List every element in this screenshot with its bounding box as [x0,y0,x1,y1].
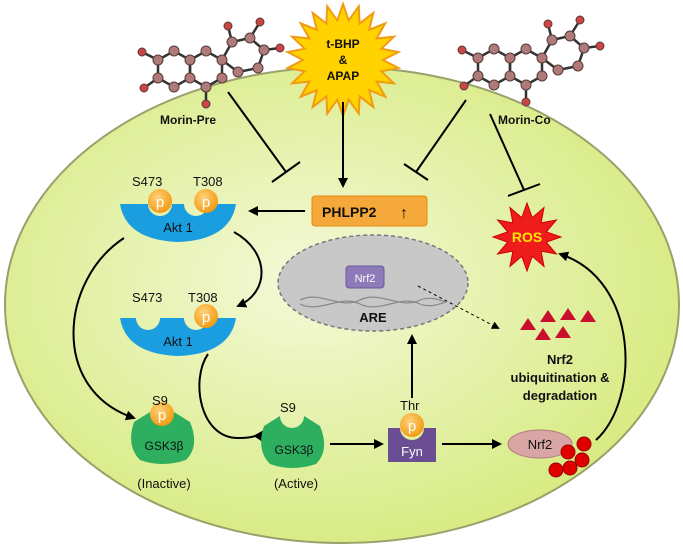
akt1-partial-label: Akt 1 [163,334,193,349]
akt1-partial-phospho-t308-label: p [202,309,210,326]
gsk3b-inactive-phospho-label: p [158,407,166,424]
akt1-partial: Akt 1 p S473 T308 [120,290,236,356]
stress-label-3: APAP [327,69,359,83]
nrf2-cytoplasm: Nrf2 [507,429,592,478]
nucleus-nrf2-box [345,265,385,289]
ubiquitin-chain [548,436,592,478]
akt1-partial-site-t308: T308 [188,290,218,305]
nrf2-degraded-fragments [520,308,596,340]
akt1-active-site-t308: T308 [193,174,223,189]
gsk3b-active-site: S9 [280,400,296,415]
fyn-label: Fyn [401,444,423,459]
stress-label-1: t-BHP [326,37,359,51]
akt1-active-label: Akt 1 [163,220,193,235]
nrf2-to-ros-arrow [558,251,627,441]
fyn-phospho-label: p [408,418,416,435]
ros-starburst: ROS [491,201,563,273]
gsk3b-inactive: p S9 GSK3β (Inactive) [131,393,195,491]
nrf2-cytoplasm-label: Nrf2 [528,437,553,452]
phlpp2-box [311,195,428,227]
gsk3b-inactive-state: (Inactive) [137,476,190,491]
akt1-active-phospho-t308 [194,189,218,213]
ros-label: ROS [512,229,542,245]
akt1-partial-site-s473: S473 [132,290,162,305]
akt1-active: Akt 1 p p S473 T308 [120,174,236,242]
gsk3b-active-label: GSK3β [275,443,314,457]
morin-co-label: Morin-Co [498,113,551,127]
akt1-active-phospho-t308-label: p [202,194,210,211]
akt1-partial-phospho-t308 [194,304,218,328]
morin-co-molecule-icon [457,15,605,107]
degradation-label-2: ubiquitination & [511,370,610,385]
fyn: p Thr Fyn [388,398,436,462]
akt1-active-phospho-s473-label: p [156,194,164,211]
top-regulation-lines [227,91,541,197]
are-label: ARE [359,310,387,325]
akt-curved-arrows [72,231,264,442]
stress-starburst: t-BHP & APAP [284,0,402,120]
phlpp2-label: PHLPP2 [322,204,377,220]
stress-label-2: & [339,53,348,67]
phlpp2-up-arrow-icon: ↑ [400,205,408,222]
nucleus: Nrf2 ARE [277,234,469,332]
morin-pre-label: Morin-Pre [160,113,216,127]
akt1-active-phospho-s473 [148,189,172,213]
gsk3b-inactive-site: S9 [152,393,168,408]
gsk3b-active-state: (Active) [274,476,318,491]
morin-pre-molecule-icon [137,17,285,109]
gsk3b-inactive-phospho [150,402,174,426]
nucleus-nrf2-label: Nrf2 [355,273,376,285]
fyn-phospho [400,413,424,437]
fyn-site: Thr [400,398,420,413]
degradation-label-3: degradation [523,388,597,403]
degradation-label-1: Nrf2 [547,352,573,367]
gsk3b-active: S9 GSK3β (Active) [261,400,325,491]
gsk3b-inactive-label: GSK3β [145,439,184,453]
akt1-active-site-s473: S473 [132,174,162,189]
